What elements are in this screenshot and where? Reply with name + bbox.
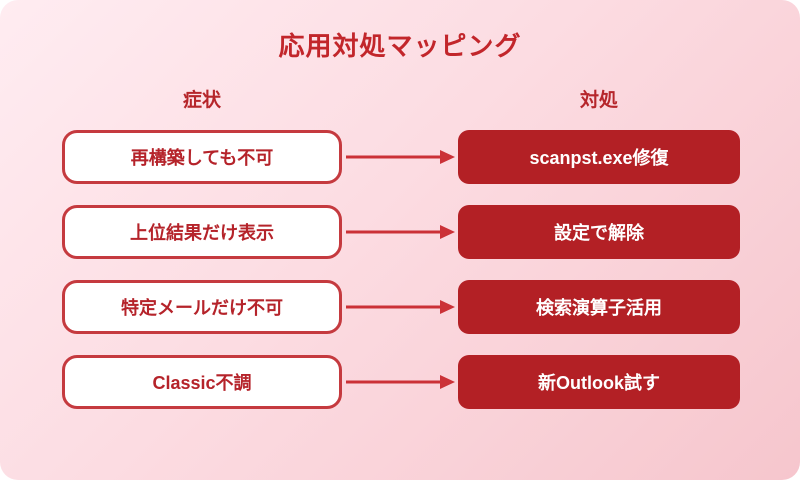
- action-box: scanpst.exe修復: [458, 130, 740, 184]
- table-row: 特定メールだけ不可 検索演算子活用: [62, 280, 740, 334]
- symptom-box: Classic不調: [62, 355, 342, 409]
- symptom-box: 再構築しても不可: [62, 130, 342, 184]
- action-box: 設定で解除: [458, 205, 740, 259]
- page-title: 応用対処マッピング: [278, 31, 522, 61]
- header-spacer: [342, 85, 458, 112]
- table-row: 上位結果だけ表示 設定で解除: [62, 205, 740, 259]
- mapping-rows: 再構築しても不可 scanpst.exe修復 上位結果だけ表示 設定で解除 特定…: [62, 130, 740, 409]
- symptom-box: 特定メールだけ不可: [62, 280, 342, 334]
- arrow-right-icon: [342, 373, 458, 391]
- action-column-header: 対処: [579, 90, 618, 111]
- arrow-right-icon: [342, 298, 458, 316]
- symptom-box: 上位結果だけ表示: [62, 205, 342, 259]
- action-box: 検索演算子活用: [458, 280, 740, 334]
- action-box: 新Outlook試す: [458, 355, 740, 409]
- table-row: Classic不調 新Outlook試す: [62, 355, 740, 409]
- arrow-right-icon: [342, 223, 458, 241]
- column-headers: 症状 対処: [62, 85, 740, 112]
- symptom-column-header: 症状: [182, 90, 221, 111]
- table-row: 再構築しても不可 scanpst.exe修復: [62, 130, 740, 184]
- arrow-right-icon: [342, 148, 458, 166]
